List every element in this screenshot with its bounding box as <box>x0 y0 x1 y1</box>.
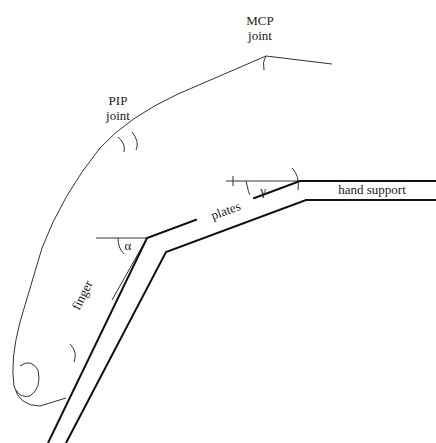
finger-mark <box>70 344 75 362</box>
part-label: finger <box>65 270 100 321</box>
alpha-reference <box>96 238 147 239</box>
pip-mark <box>118 137 124 152</box>
alpha-arc <box>118 238 124 254</box>
finger-underside <box>112 181 300 300</box>
finger-outline <box>13 56 332 406</box>
mcp-top-mark <box>263 56 266 70</box>
joint-label: MCP joint <box>238 14 282 44</box>
plate-upper <box>48 181 436 443</box>
part-label: hand support <box>322 183 422 198</box>
pip-joint-mark <box>132 132 137 150</box>
joint-label: PIP joint <box>98 94 138 124</box>
plate-lower <box>66 200 436 443</box>
angle-label: α <box>121 239 135 254</box>
gamma-tick <box>233 176 234 186</box>
finger-nail <box>16 363 39 397</box>
part-label: plates <box>195 194 256 229</box>
angle-label: γ <box>256 184 270 199</box>
mcp-joint-mark <box>292 168 298 190</box>
gamma-reference <box>226 181 300 182</box>
